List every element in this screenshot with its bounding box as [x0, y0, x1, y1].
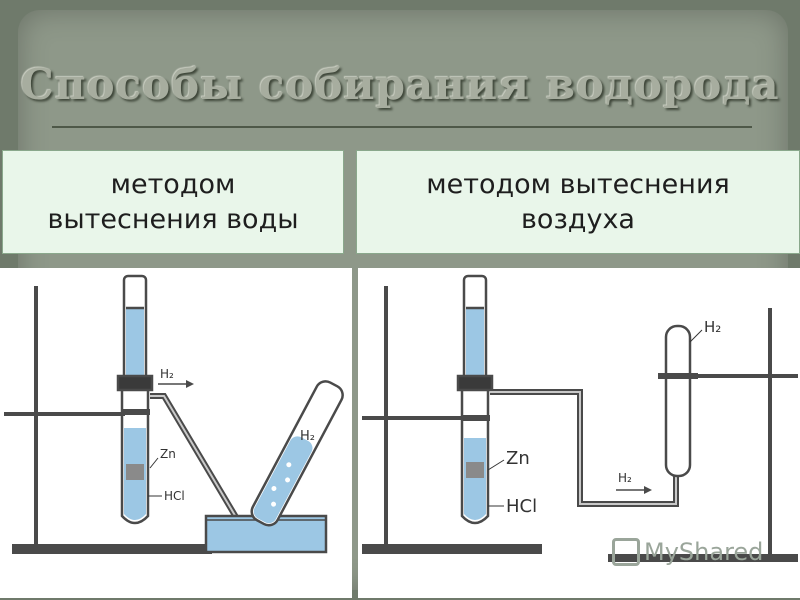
- title-divider: [52, 126, 752, 128]
- zinc-pointer-right: [487, 459, 505, 471]
- watermark-text: MyShared: [644, 538, 764, 566]
- zinc-pointer-left: [149, 457, 159, 469]
- collecting-tube-label-right: H₂: [704, 318, 721, 336]
- slide-title: Способы собирания водорода: [20, 60, 780, 109]
- air-displacement-diagram: H₂ H₂ Zn HCl: [358, 268, 800, 598]
- delivery-tube-right-inner: [490, 391, 677, 505]
- acid-label-right: HCl: [506, 496, 537, 517]
- water-displacement-diagram: H₂ H₂ Zn HCl: [0, 268, 352, 598]
- gas-flow-arrow-left: [158, 380, 194, 388]
- arrow-label-left: H₂: [160, 367, 174, 381]
- reaction-test-tube-left: [116, 274, 154, 525]
- zinc-label-right: Zn: [506, 448, 530, 469]
- acid-label-left: HCl: [164, 489, 185, 503]
- arrow-label-right: H₂: [618, 471, 632, 485]
- watermark-logo-icon: [612, 538, 640, 566]
- collecting-tube-right: [658, 324, 698, 478]
- gas-flow-arrow-right: [616, 486, 652, 494]
- method-label-left-line1: методом: [110, 168, 236, 200]
- lab-stand-left: [4, 286, 212, 554]
- watermark: MyShared: [612, 538, 763, 566]
- collecting-tube-left: [250, 380, 344, 527]
- method-label-water-displacement: методом вытеснения воды: [2, 150, 344, 254]
- reaction-test-tube-right: [456, 274, 494, 525]
- collector-pointer-right: [689, 329, 703, 343]
- zinc-label-left: Zn: [160, 447, 176, 461]
- method-label-right-line1: методом вытеснения: [426, 168, 730, 200]
- method-label-right-line2: воздуха: [521, 204, 635, 235]
- collecting-tube-label-left: H₂: [300, 429, 315, 444]
- method-label-air-displacement: методом вытеснения воздуха: [356, 150, 800, 254]
- method-label-left-line2: вытеснения воды: [47, 204, 299, 235]
